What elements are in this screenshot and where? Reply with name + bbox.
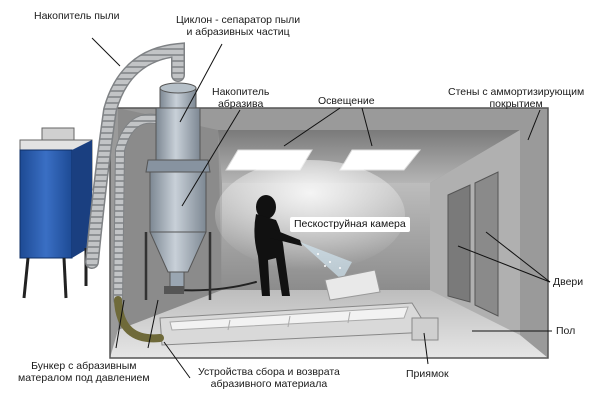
pit-box	[411, 317, 439, 341]
leader-cyclone	[179, 43, 223, 123]
leader-door-left	[457, 245, 551, 283]
abrasive-spray	[300, 242, 352, 280]
operator-silhouette	[254, 195, 302, 296]
label-recovery-line2: абразивного материала	[210, 378, 328, 390]
leader-abrasive-storage	[181, 109, 241, 207]
leader-door-right	[485, 231, 551, 283]
light-panel-right	[339, 149, 422, 171]
cyclone-tower	[144, 82, 212, 300]
label-cyclone-line2: и абразивных частиц	[186, 26, 290, 38]
leader-pressure-hopper	[147, 299, 159, 349]
label-walls: Стены с аммортизирующим покрытием	[448, 86, 584, 110]
cyclone-body	[155, 107, 201, 161]
leader-walls	[527, 109, 541, 141]
label-pressure-hopper: Бункер с абразивным матералом под давлен…	[18, 360, 150, 384]
callout-lines	[91, 37, 552, 379]
door-right	[474, 171, 499, 317]
label-floor: Пол	[556, 325, 576, 337]
leader-dust-collector	[91, 37, 121, 67]
label-cyclone: Циклон - сепаратор пыли и абразивных час…	[176, 14, 300, 38]
label-abrasive-storage: Накопитель абразива	[212, 86, 269, 110]
recovery-trough	[159, 302, 439, 346]
label-abrasive-storage-line2: абразива	[217, 98, 264, 110]
label-walls-line1: Стены с аммортизирующим	[448, 86, 585, 98]
workpiece	[324, 269, 381, 301]
label-cyclone-line1: Циклон - сепаратор пыли	[176, 14, 301, 26]
leader-hopper-hose	[115, 299, 125, 349]
door-left	[447, 184, 471, 303]
label-pit: Приямок	[406, 368, 449, 380]
label-dust-collector: Накопитель пыли	[34, 10, 120, 22]
label-recovery-line1: Устройства сбора и возврата	[198, 366, 340, 378]
label-recovery: Устройства сбора и возврата абразивного …	[198, 366, 340, 390]
leader-light-left	[283, 107, 341, 147]
leader-recovery	[163, 341, 191, 379]
leader-light-right	[361, 107, 373, 147]
dust-collector-unit	[19, 127, 93, 299]
label-blast-chamber: Пескоструйная камера	[290, 217, 410, 232]
label-pressure-hopper-line1: Бункер с абразивным	[31, 360, 137, 372]
label-lighting: Освещение	[318, 95, 375, 107]
label-doors: Двери	[553, 276, 584, 288]
abrasive-hopper-cone	[149, 231, 207, 273]
doors-illustration	[447, 171, 499, 317]
label-pressure-hopper-line2: матералом под давлением	[18, 372, 150, 384]
label-abrasive-storage-line1: Накопитель	[212, 86, 270, 98]
label-walls-line2: покрытием	[489, 98, 543, 110]
light-glow	[215, 160, 405, 270]
leader-pit	[423, 332, 429, 365]
ducting-hoses	[85, 42, 257, 343]
